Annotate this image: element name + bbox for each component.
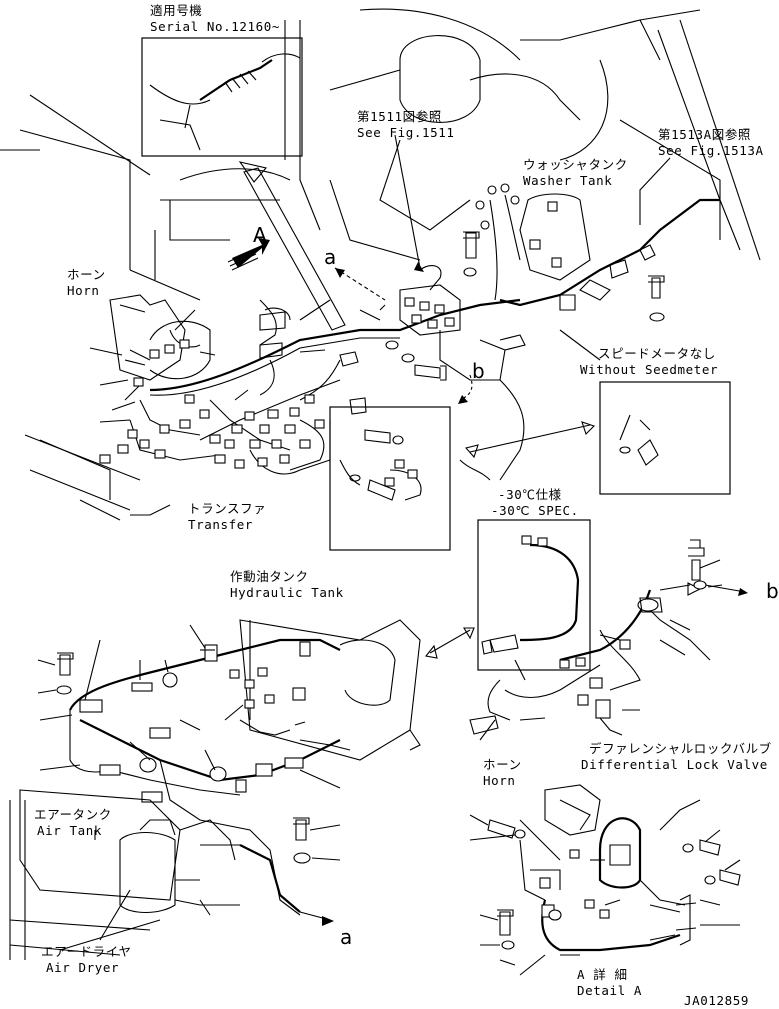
cold-spec-label-en: -30℃ SPEC. bbox=[491, 503, 579, 518]
cold-spec-box bbox=[477, 519, 591, 671]
detail-a-area bbox=[469, 784, 741, 976]
hydraulic-tank-label-jp: 作動油タンク bbox=[230, 569, 309, 584]
air-tank-label-en: Air Tank bbox=[37, 823, 103, 838]
diff-lock-area bbox=[469, 539, 748, 741]
fig1511-label-en: See Fig.1511 bbox=[357, 125, 455, 140]
central-assembly bbox=[334, 134, 720, 404]
cold-spec-label-jp: -30℃仕様 bbox=[498, 487, 562, 502]
horn2-label-jp: ホーン bbox=[483, 757, 522, 772]
without-speedometer-box bbox=[599, 381, 731, 495]
detail-a-label-en: Detail A bbox=[577, 983, 643, 998]
hydraulic-tank-label-en: Hydraulic Tank bbox=[230, 585, 344, 600]
serial-label-jp: 適用号機 bbox=[150, 3, 203, 18]
upper-wiring-harness bbox=[89, 294, 521, 471]
fig1511-label-jp: 第1511図参照 bbox=[357, 109, 442, 124]
washer-tank-label-en: Washer Tank bbox=[523, 173, 613, 188]
horn2-label-en: Horn bbox=[483, 773, 516, 788]
air-dryer-label-jp: エアードライヤ bbox=[41, 944, 132, 959]
horn-label-jp: ホーン bbox=[67, 267, 106, 282]
serial-inset bbox=[141, 37, 303, 157]
serial-label-en: Serial No.12160~ bbox=[150, 19, 281, 34]
double-arrows bbox=[424, 421, 596, 659]
drawing-code: JA012859 bbox=[684, 993, 750, 1008]
ref-a-bottom: a bbox=[340, 925, 353, 949]
ref-b-right: b bbox=[766, 579, 779, 603]
inset-pointer-arrow bbox=[238, 161, 346, 331]
air-dryer-label-en: Air Dryer bbox=[46, 960, 120, 975]
detail-a-label-jp: A 詳 細 bbox=[577, 967, 628, 982]
fig1513-label-en: See Fig.1513A bbox=[658, 143, 764, 158]
diff-lock-label-en: Differential Lock Valve bbox=[581, 757, 768, 772]
transfer-label-en: Transfer bbox=[188, 517, 254, 532]
view-a-arrow bbox=[227, 238, 270, 271]
diff-lock-label-jp: デファレンシャルロックバルブ bbox=[589, 741, 772, 756]
washer-tank-label-jp: ウォッシャタンク bbox=[523, 157, 628, 172]
without-speedometer-label-jp: スピードメータなし bbox=[598, 346, 716, 361]
machine-body-outline bbox=[0, 8, 761, 521]
view-a-marker: A bbox=[253, 223, 267, 247]
hydraulic-tank-area bbox=[9, 619, 421, 960]
ref-b-center: b bbox=[472, 359, 485, 383]
horn-label-en: Horn bbox=[67, 283, 100, 298]
fig1513-label-jp: 第1513A図参照 bbox=[658, 127, 752, 142]
transfer-label-jp: トランスファ bbox=[188, 501, 267, 516]
ref-a-top: a bbox=[324, 245, 337, 269]
without-speedometer-label-en: Without Seedmeter bbox=[580, 362, 719, 377]
transfer-detail-box bbox=[329, 406, 451, 551]
air-tank-label-jp: エアータンク bbox=[34, 807, 112, 822]
